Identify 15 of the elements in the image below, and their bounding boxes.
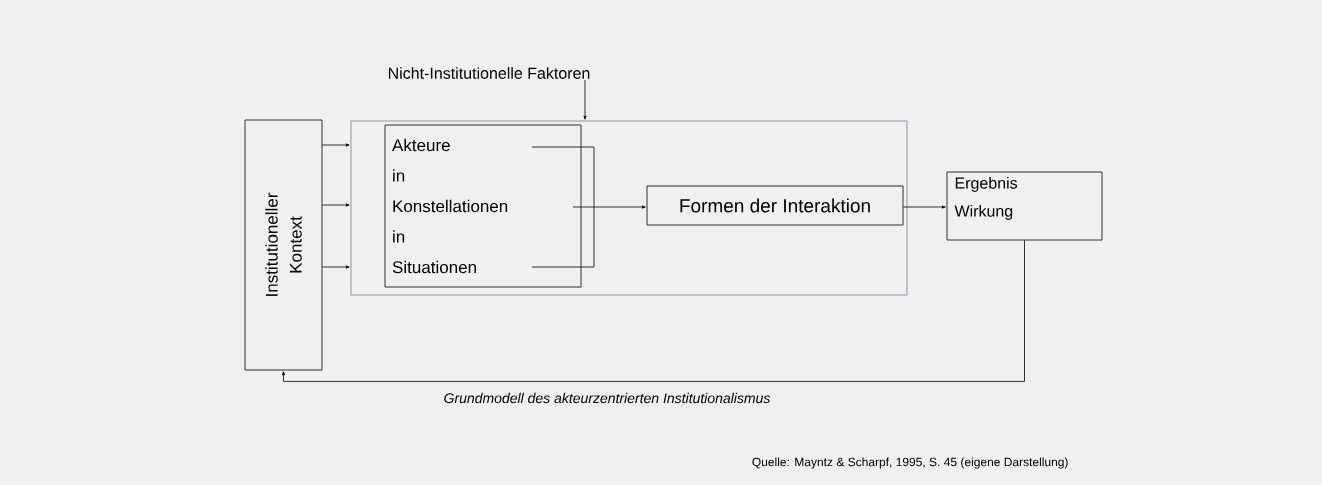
arrow (322, 203, 350, 207)
arrow (322, 265, 350, 269)
caption: Grundmodell des akteurzentrierten Institutionalismus (444, 392, 771, 404)
arrow (572, 205, 646, 209)
source-note: Quelle: Mayntz & Scharpf, 1995, S. 45 (eigene Darstellung) (752, 457, 1068, 469)
context-box: Institutioneller Kontext (244, 119, 323, 371)
heading-text: Nicht-Institutionelle Faktoren (388, 67, 590, 79)
arrow (282, 240, 1025, 382)
process-box: Formen der Interaktion (646, 185, 904, 226)
actor-box: Akteure in Konstellationen in Situationen (384, 124, 582, 288)
arrow (903, 205, 946, 209)
arrow (583, 79, 587, 120)
arrow (322, 143, 350, 147)
frame-box (350, 120, 908, 296)
result-box: Ergebnis Wirkung (946, 171, 1103, 241)
